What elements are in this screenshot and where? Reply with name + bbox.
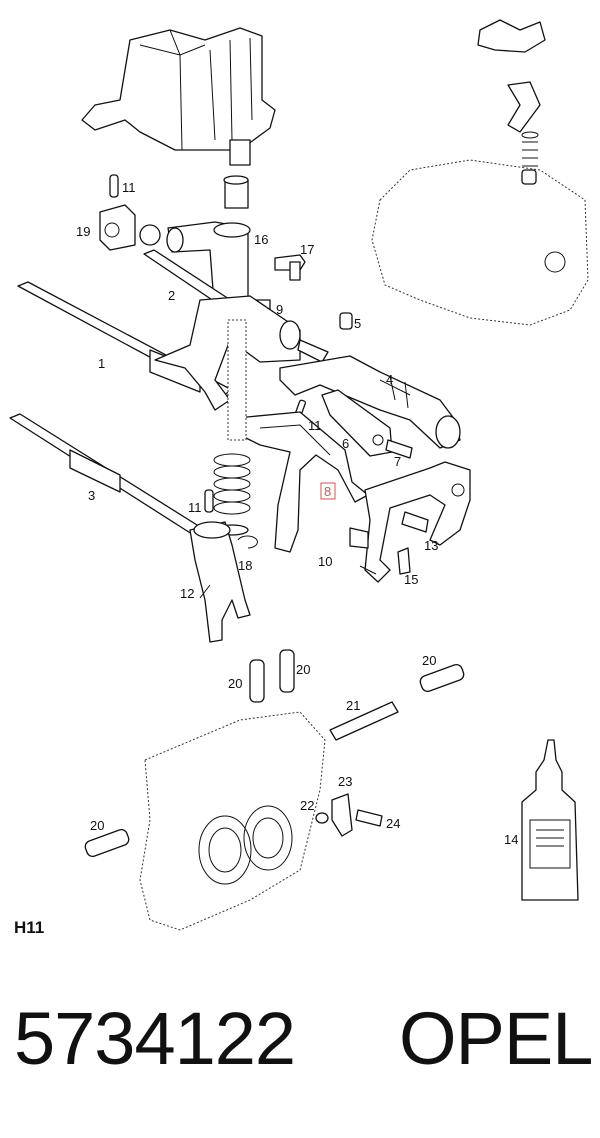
callout-20-left: 20 [228,676,242,691]
callout-11-middle: 11 [308,418,322,433]
shift-shaft-stub [223,175,249,209]
linkage-13 [364,461,471,583]
callout-11-top: 11 [122,180,136,195]
callout-17: 17 [300,242,314,257]
callout-6: 6 [342,436,349,451]
part-number: 5734122 [14,997,296,1080]
lever-block-19 [99,204,161,251]
callout-16: 16 [254,232,268,247]
callout-20-middle: 20 [296,662,310,677]
selector-housing-16 [166,221,271,317]
callout-19: 19 [76,224,90,239]
callout-1: 1 [98,356,105,371]
callout-21: 21 [346,698,360,713]
shift-tower-housing [81,27,276,166]
snap-ring-18 [237,535,258,549]
bushing-5 [339,312,353,330]
callout-14: 14 [504,832,518,847]
selector-sleeve-4 [279,355,461,449]
plate-23 [331,793,353,837]
callout-13: 13 [424,538,438,553]
callout-7: 7 [394,454,401,469]
callout-15: 15 [404,572,418,587]
roll-pin-11-top [109,174,119,198]
gearbox-case [139,711,326,931]
callout-5: 5 [354,316,361,331]
brand-name: OPEL [399,997,593,1080]
callout-20-right: 20 [422,653,436,668]
sleeve-22 [315,812,329,824]
roll-pin-11-lower [204,489,214,513]
callout-18: 18 [238,558,252,573]
bolt-17 [274,254,306,281]
callout-9: 9 [276,302,283,317]
shift-fork-12 [189,521,251,643]
callout-22: 22 [300,798,314,813]
fluid-bottle-14 [521,739,579,901]
dowel-20-b [279,649,295,693]
dowel-20-d [84,828,130,858]
callout-12: 12 [180,586,194,601]
callout-20-bottom: 20 [90,818,104,833]
callout-3: 3 [88,488,95,503]
callout-2: 2 [168,288,175,303]
callout-8: 8 [324,484,331,499]
shaft-21 [329,701,399,741]
dowel-20-c [419,663,465,693]
callout-23: 23 [338,774,352,789]
clip-15 [397,547,411,575]
bolt-13 [401,511,429,533]
section-code: H11 [14,918,45,937]
transmission-overview [371,19,589,326]
callout-8-highlighted: 8 [320,482,336,500]
shift-fork-8 [235,411,369,553]
leader-lines [199,565,377,599]
selector-rail-3 [9,413,206,537]
callout-10: 10 [318,554,332,569]
dowel-20-a [249,659,265,703]
callout-11-lower: 11 [188,500,202,515]
callout-4: 4 [386,372,393,387]
bolt-24 [355,809,383,827]
callout-24: 24 [386,816,400,831]
pin-10 [349,527,369,549]
callout-labels: 11 19 16 17 2 9 5 1 4 11 6 7 8 3 11 13 1… [76,180,518,847]
bolt-7 [385,439,413,459]
